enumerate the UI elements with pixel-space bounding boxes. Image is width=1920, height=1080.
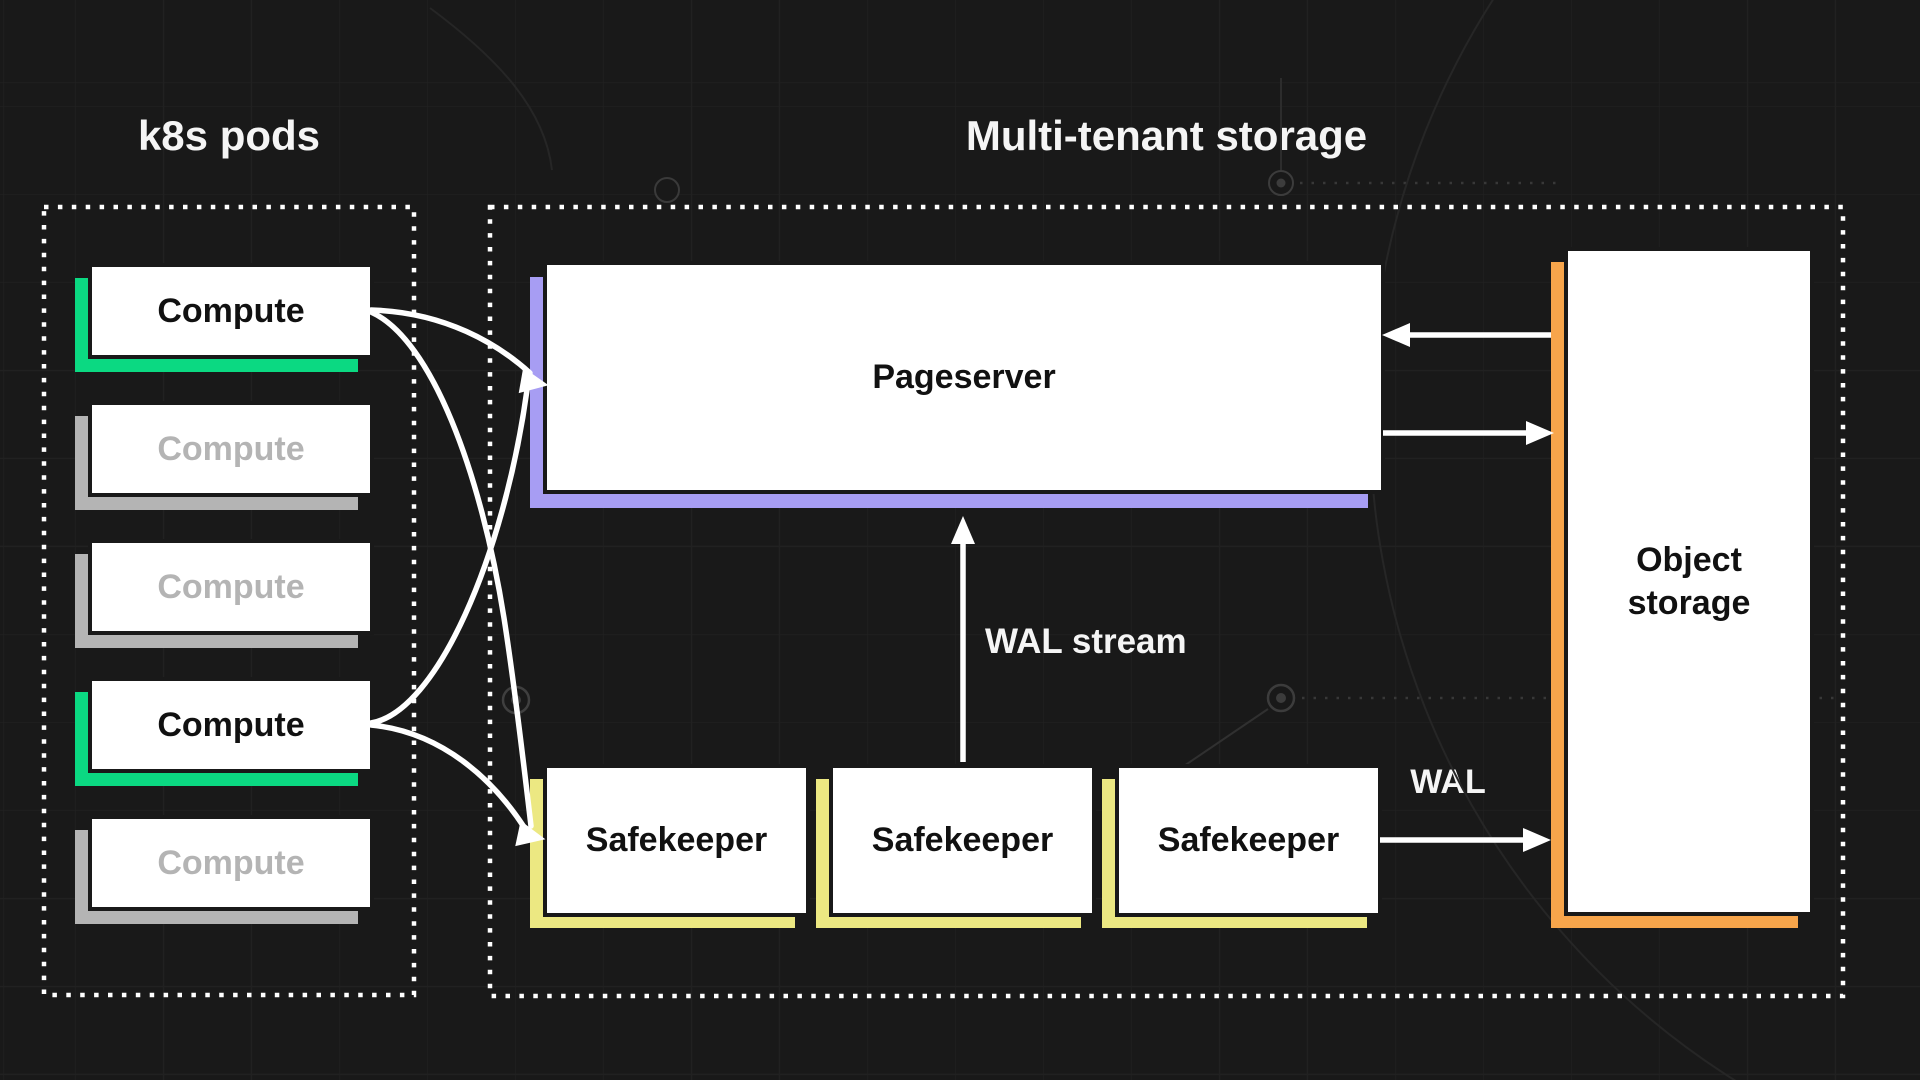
pageserver-box: Pageserver [547, 265, 1381, 490]
safekeeper-label: Safekeeper [1157, 821, 1340, 860]
compute-label: Compute [157, 291, 305, 330]
pageserver-label: Pageserver [872, 358, 1056, 397]
storage-section-title: Multi-tenant storage [965, 112, 1368, 159]
object-storage-label: Object storage [1627, 541, 1751, 622]
safekeeper-box: Safekeeper [547, 768, 806, 913]
compute-label: Compute [157, 843, 305, 882]
compute-label: Compute [157, 567, 305, 606]
compute-box: Compute [92, 267, 370, 355]
compute-box: Compute [92, 543, 370, 631]
compute-box: Compute [92, 405, 370, 493]
safekeeper-label: Safekeeper [871, 821, 1054, 860]
compute-label: Compute [157, 705, 305, 744]
safekeeper-box: Safekeeper [1119, 768, 1378, 913]
compute-box: Compute [92, 681, 370, 769]
safekeeper-box: Safekeeper [833, 768, 1092, 913]
compute-label: Compute [157, 429, 305, 468]
compute-box: Compute [92, 819, 370, 907]
object-storage-box: Object storage [1568, 251, 1810, 912]
pods-section-title: k8s pods [137, 112, 321, 159]
safekeeper-label: Safekeeper [585, 821, 768, 860]
